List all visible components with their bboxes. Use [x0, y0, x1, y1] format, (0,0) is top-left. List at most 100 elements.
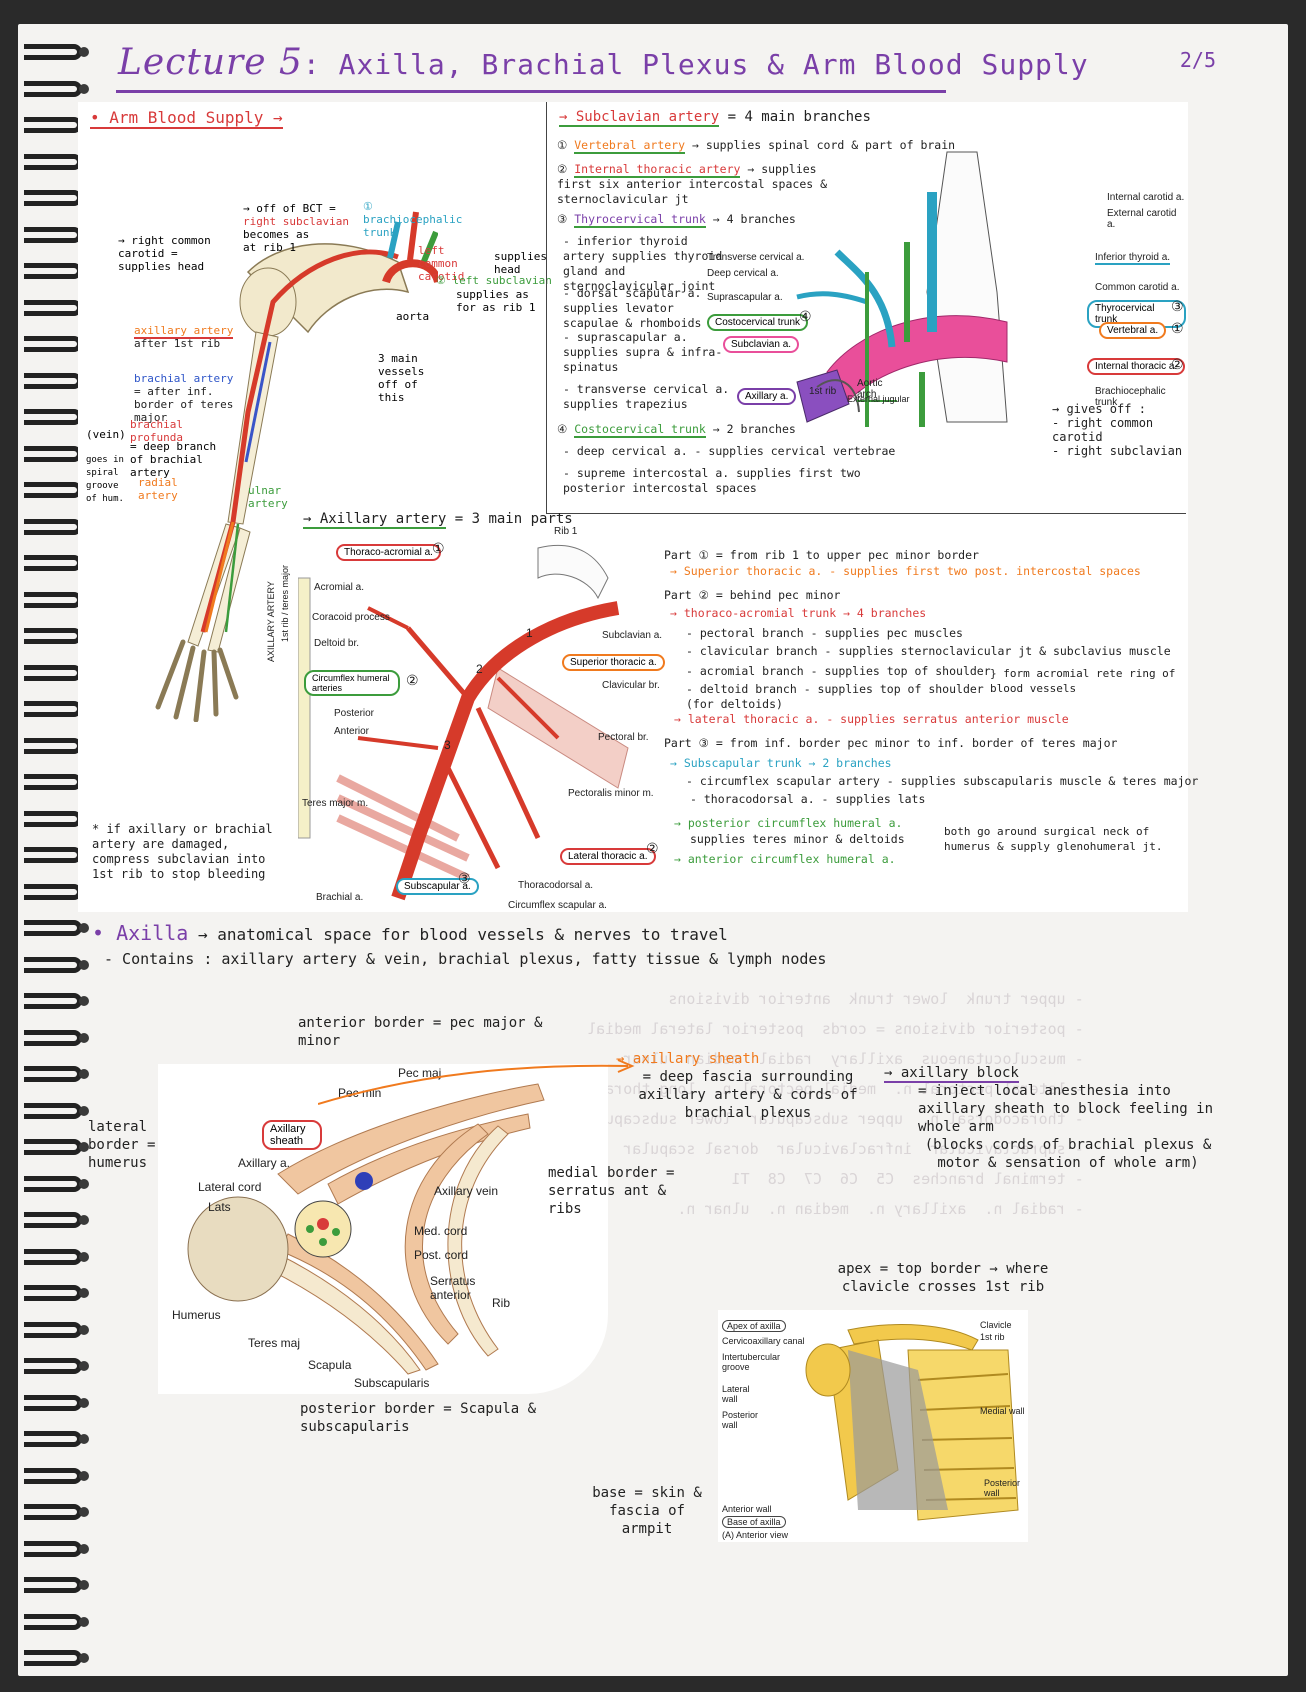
thyro-branch-2: - dorsal scapular a. supplies levator sc…: [563, 286, 702, 330]
spiral-ring: [24, 299, 89, 316]
apex-note: apex = top border → where clavicle cross…: [837, 1261, 1049, 1295]
acromial-branch: [367, 606, 409, 630]
pw-intertubercular: Intertubercular groove: [722, 1352, 781, 1372]
spiral-ring: [24, 1321, 89, 1338]
spiral-ring: [24, 1175, 89, 1192]
label-brachial-ax: Brachial a.: [316, 892, 364, 903]
spiral-ring: [24, 1102, 89, 1119]
label-pectoralis-minor: Pectoralis minor m.: [568, 788, 654, 799]
spiral-ring: [24, 445, 89, 462]
pw-medial-wall: Medial wall: [980, 1406, 1025, 1416]
spiral-ring: [24, 153, 89, 170]
pw-apex: Apex of axilla: [722, 1320, 786, 1332]
part3-item-2: - circumflex scapular artery - supplies …: [686, 774, 1199, 788]
mark-3: ③: [1171, 298, 1184, 314]
label-supplies-head-left: supplies head: [494, 250, 547, 276]
label-deep-vein: (vein): [86, 428, 126, 441]
subclavian-title: → Subclavian artery = 4 main branches: [559, 109, 871, 127]
cs-subscapularis: Subscapularis: [354, 1376, 430, 1390]
spiral-ring: [24, 1540, 89, 1557]
sub-item-internal-thoracic: ② Internal thoracic artery → supplies fi…: [557, 162, 828, 206]
sheath-def: = deep fascia surrounding axillary arter…: [638, 1069, 858, 1121]
mark-part2-lat: ②: [646, 840, 659, 856]
spiral-ring: [24, 1212, 89, 1228]
label-brachiocephalic-diag: Brachiocephalic trunk: [1095, 386, 1166, 408]
spiral-ring: [24, 1467, 89, 1484]
spiral-ring: [24, 1394, 89, 1411]
costo-branch-2: - supreme intercostal a. supplies first …: [563, 466, 861, 495]
label-brachial-artery: brachial artery= after inf. border of te…: [134, 372, 234, 424]
mark-part3-sub: ③: [458, 870, 471, 886]
brachiocephalic-vessel: [387, 221, 401, 259]
label-subclavian-ax: Subclavian a.: [602, 630, 663, 641]
part3-title: Part ③ = from inf. border pec minor to i…: [664, 736, 1118, 750]
label-side-note: 1st rib / teres major: [280, 564, 290, 642]
axillary-artery-title: → Axillary artery = 3 main parts: [303, 511, 573, 529]
cs-pec-maj: Pec maj: [398, 1066, 442, 1080]
spiral-ring: [24, 1504, 89, 1520]
label-axillary: Axillary a.: [737, 388, 797, 405]
cs-axillary-vein: Axillary vein: [434, 1184, 499, 1198]
label-deltoid: Deltoid br.: [314, 638, 360, 649]
cs-axillary-sheath: Axillary sheath: [262, 1120, 322, 1150]
mark-4: ④: [799, 308, 812, 324]
spiral-ring: [24, 956, 89, 973]
lateral-cord-dot: [306, 1225, 314, 1233]
part1-item: → Superior thoracic a. - supplies first …: [670, 564, 1141, 578]
spiral-ring: [24, 263, 89, 279]
trachea-shape: [926, 151, 1008, 423]
sub-item-vertebral: ① Vertebral artery → supplies spinal cor…: [557, 138, 956, 154]
label-rib1: 1st rib: [809, 386, 837, 397]
label-radial-artery: radial artery: [138, 476, 178, 502]
spiral-ring: [24, 774, 89, 790]
suprascapular-vessel: [796, 291, 868, 305]
part2-branch-1: - pectoral branch - supplies pec muscles: [686, 626, 963, 640]
label-costocervical: Costocervical trunk: [707, 314, 809, 331]
humerus-yellow: [805, 1343, 851, 1397]
pw-lateral-wall: Lateral wall: [722, 1384, 750, 1404]
mark-c: 3: [444, 738, 451, 752]
spiral-ring: [24, 190, 89, 206]
spiral-ring: [24, 883, 89, 900]
pw-base: Base of axilla: [722, 1516, 786, 1528]
label-pectoral: Pectoral br.: [598, 732, 649, 743]
ulnar-branch: [224, 523, 240, 633]
spiral-ring: [24, 664, 89, 681]
cs-scapula: Scapula: [308, 1358, 352, 1372]
axillary-artery-diagram: [298, 544, 629, 901]
spiral-ring: [24, 409, 89, 425]
left-subclavian-vessel: [419, 230, 438, 268]
muscle-fibers: [336, 774, 470, 882]
left-carotid-vessel: [407, 211, 419, 261]
label-left-subclavian: ② left subclavian: [436, 274, 552, 287]
medial-border: medial border = serratus ant & ribs: [548, 1165, 675, 1217]
block-title: → axillary block: [884, 1065, 1019, 1083]
label-posterior: Posterior: [334, 708, 375, 719]
mark-2: ②: [1171, 356, 1184, 372]
spiral-ring: [24, 1431, 89, 1447]
arm-artery-path: [200, 249, 399, 633]
spiral-ring: [24, 1285, 89, 1301]
hand-bones: [155, 639, 239, 722]
axilla-walls-diagram: [805, 1324, 1019, 1521]
circumflex-branch: [357, 736, 439, 750]
thoraco-branch: [406, 626, 470, 700]
label-anterior: Anterior: [334, 726, 370, 737]
spiral-ring: [24, 1029, 89, 1046]
label-external-jugular: External jugular: [847, 394, 910, 404]
part3-item-6: → anterior circumflex humeral a.: [674, 852, 896, 866]
spiral-ring: [24, 847, 89, 863]
sheath-arrow: [318, 1059, 635, 1105]
thyro-branch-3: - suprascapular a. supplies supra & infr…: [563, 330, 723, 374]
label-acromial: Acromial a.: [314, 582, 365, 593]
spiral-ring: [24, 226, 89, 243]
label-deep-cervical: Deep cervical a.: [707, 268, 779, 279]
label-circumflex-humeral: Circumflex humeral arteries: [304, 670, 400, 696]
axilla-contains: - Contains : axillary artery & vein, bra…: [104, 950, 827, 968]
pw-cervico: Cervicoaxillary canal: [722, 1336, 805, 1346]
label-brachial-profunda: brachial profunda: [130, 418, 183, 444]
label-deep-branch: = deep branch of brachial artery: [130, 440, 217, 479]
label-right-common-carotid: → right common carotid =supplies head: [118, 234, 211, 273]
arm-vessel-diagram: [155, 211, 438, 722]
